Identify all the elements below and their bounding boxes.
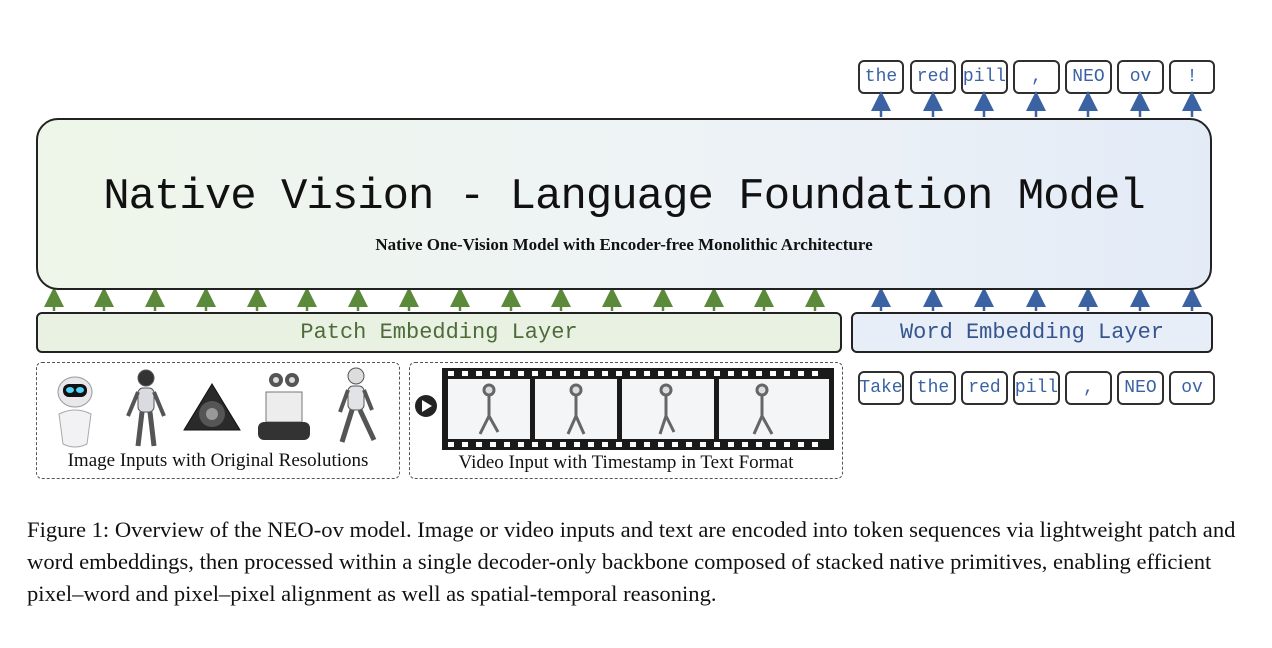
output-token: ! bbox=[1169, 60, 1215, 94]
patch-arrows bbox=[44, 287, 825, 311]
model-subtitle: Native One-Vision Model with Encoder-fre… bbox=[375, 235, 873, 254]
robot-walle-icon bbox=[258, 373, 310, 440]
output-arrows bbox=[871, 91, 1202, 117]
robot-walker-icon bbox=[338, 367, 377, 443]
output-token: the bbox=[858, 60, 904, 94]
robot-humanoid-icon bbox=[126, 369, 166, 447]
model-title: Native Vision - Language Foundation Mode… bbox=[103, 172, 1146, 222]
input-token: the bbox=[910, 371, 956, 405]
output-token: pill bbox=[961, 60, 1008, 94]
word-embedding-layer: Word Embedding Layer bbox=[851, 312, 1213, 353]
word-arrows bbox=[871, 287, 1202, 311]
image-inputs-caption: Image Inputs with Original Resolutions bbox=[67, 450, 369, 471]
video-inputs-caption: Video Input with Timestamp in Text Forma… bbox=[458, 452, 794, 473]
input-token: , bbox=[1065, 371, 1112, 405]
play-icon bbox=[415, 395, 437, 417]
input-token: NEO bbox=[1117, 371, 1164, 405]
image-inputs-panel bbox=[36, 362, 400, 479]
patch-embedding-layer: Patch Embedding Layer bbox=[36, 312, 842, 353]
input-token: Take bbox=[858, 371, 904, 405]
video-filmstrip bbox=[415, 368, 834, 450]
robot-track-icon bbox=[183, 383, 241, 431]
figure-caption: Figure 1: Overview of the NEO-ov model. … bbox=[27, 517, 1236, 606]
input-token: pill bbox=[1013, 371, 1060, 405]
video-inputs-panel bbox=[409, 362, 843, 479]
input-token: red bbox=[961, 371, 1008, 405]
robot-eve-icon bbox=[57, 376, 93, 448]
input-token: ov bbox=[1169, 371, 1215, 405]
foundation-model-box bbox=[36, 118, 1212, 290]
robot-images bbox=[57, 367, 377, 448]
